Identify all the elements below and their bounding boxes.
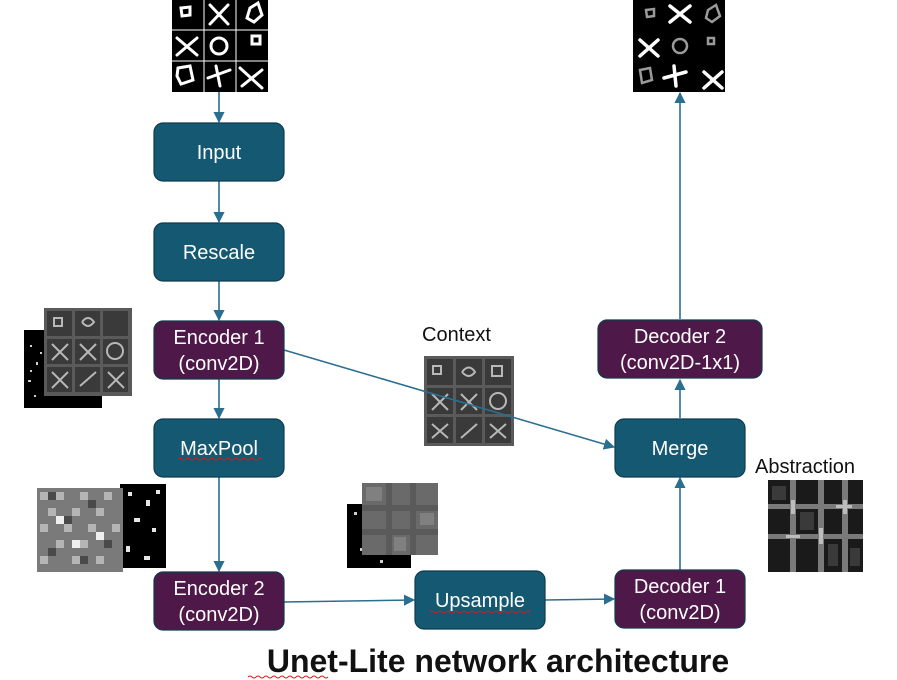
svg-text:(conv2D-1x1): (conv2D-1x1): [620, 352, 740, 374]
decoder2-node: Decoder 2 (conv2D-1x1): [597, 319, 763, 379]
context-label: Context: [422, 324, 491, 346]
edges: [213, 91, 686, 606]
svg-text:Encoder 1: Encoder 1: [173, 327, 264, 349]
output-image: [633, 0, 725, 92]
svg-text:Rescale: Rescale: [183, 242, 255, 264]
input-image: [172, 0, 268, 92]
upsample-node: Upsample: [414, 570, 546, 630]
encoder1-feature-maps: [24, 308, 132, 408]
svg-text:(conv2D): (conv2D): [178, 353, 259, 375]
maxpool-feature-maps: [37, 484, 166, 572]
svg-text:Decoder 2: Decoder 2: [634, 326, 726, 348]
maxpool-node: MaxPool: [153, 418, 285, 478]
spellcheck-underline-upsample: [429, 610, 531, 614]
svg-text:Decoder 1: Decoder 1: [634, 576, 726, 598]
abstraction-image: [768, 480, 863, 572]
svg-text:Merge: Merge: [652, 438, 709, 460]
decoder1-node: Decoder 1 (conv2D): [614, 569, 746, 629]
edge-encoder1-to-merge: [283, 349, 616, 450]
input-node: Input: [153, 122, 285, 182]
svg-text:Input: Input: [197, 142, 242, 164]
merge-node: Merge: [614, 418, 746, 478]
svg-text:MaxPool: MaxPool: [180, 438, 258, 460]
svg-text:(conv2D): (conv2D): [639, 602, 720, 624]
svg-text:Encoder 2: Encoder 2: [173, 578, 264, 600]
upsample-feature-maps: [347, 483, 438, 568]
encoder2-node: Encoder 2 (conv2D): [153, 571, 285, 631]
encoder1-node: Encoder 1 (conv2D): [153, 320, 285, 380]
abstraction-label: Abstraction: [755, 456, 855, 478]
rescale-node: Rescale: [153, 222, 285, 282]
edge-upsample-to-decoder1: [544, 593, 616, 605]
edge-encoder2-to-upsample: [283, 594, 416, 606]
svg-text:Upsample: Upsample: [435, 590, 525, 612]
spellcheck-underline-title: [247, 675, 329, 679]
spellcheck-underline-maxpool: [177, 457, 263, 461]
diagram-title: Unet-Lite network architecture: [267, 643, 729, 679]
context-image: [424, 356, 514, 446]
svg-text:(conv2D): (conv2D): [178, 604, 259, 626]
